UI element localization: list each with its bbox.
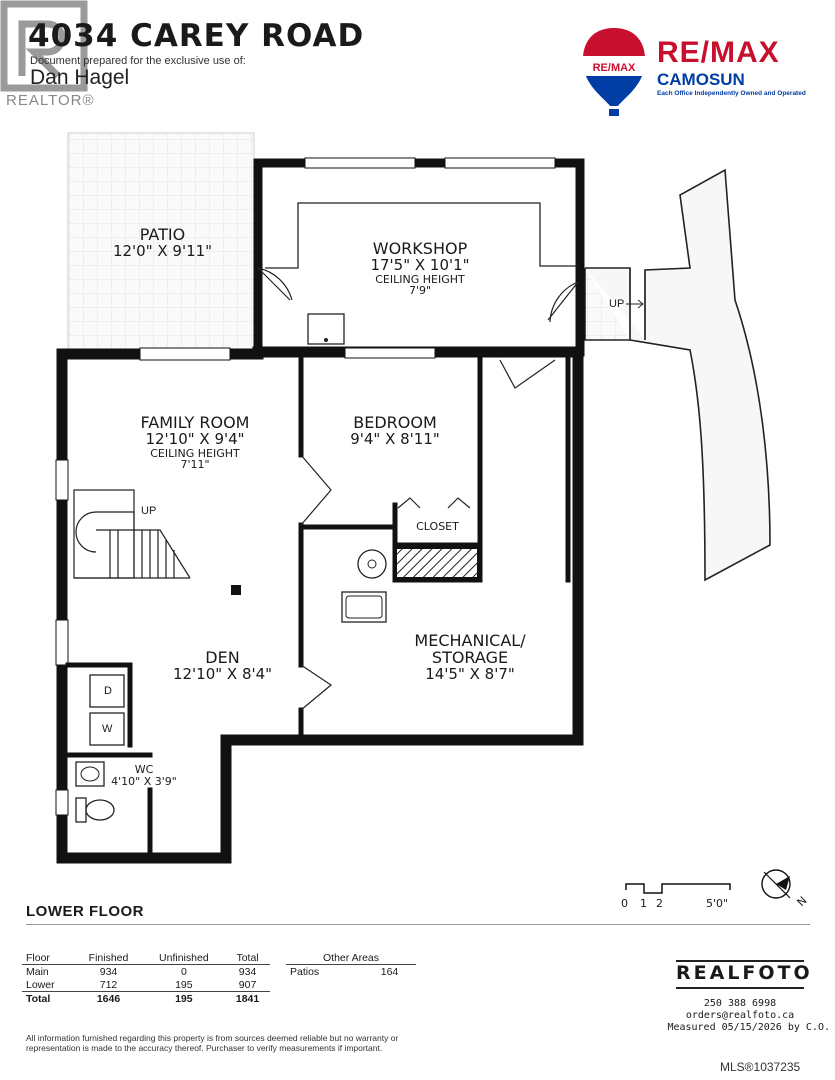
brand-office: CAMOSUN (657, 70, 745, 89)
room-dims: 4'10" X 3'9" (111, 774, 177, 788)
closet-shelf (395, 547, 479, 579)
table-cell: 0 (180, 965, 187, 978)
room-family: FAMILY ROOM 12'10" X 9'4" CEILING HEIGHT… (110, 413, 280, 472)
table-row: Total 1646 195 1841 (22, 992, 270, 1006)
floor-plan (55, 132, 791, 899)
column-header: Floor (22, 951, 75, 965)
toilet (75, 797, 87, 823)
patio-area (67, 132, 255, 352)
support-column (231, 585, 241, 595)
realfoto-rule-bottom (676, 987, 804, 989)
property-address: 4034 CAREY ROAD (28, 18, 365, 54)
column-header: Unfinished (142, 951, 226, 965)
disclaimer: All information furnished regarding this… (26, 1033, 399, 1054)
table-cell: 907 (238, 978, 257, 991)
realtor-logo (0, 0, 88, 92)
room-dims: 9'4" X 8'11" (350, 429, 440, 448)
room-den: DEN 12'10" X 8'4" (150, 648, 295, 683)
divider (26, 924, 810, 925)
ceiling-label: CEILING HEIGHT (375, 272, 465, 286)
ceiling-height: 7'9" (408, 284, 432, 298)
scale-tick-1: 1 (640, 897, 647, 910)
room-name-line1: MECHANICAL/ (414, 631, 526, 650)
walkway (585, 168, 771, 582)
client-name: Dan Hagel (30, 66, 130, 89)
room-workshop: WORKSHOP 17'5" X 10'1" CEILING HEIGHT 7'… (345, 239, 495, 298)
table-cell: Main (26, 965, 49, 978)
table-header: Floor Finished Unfinished Total (22, 951, 270, 965)
realfoto-logo: REALFOTO (676, 962, 813, 984)
realfoto-rule-top (676, 960, 804, 962)
table-cell: 195 (175, 978, 193, 991)
ceiling-height: 7'11" (180, 458, 210, 472)
room-closet: CLOSET (400, 521, 475, 533)
table-cell: 934 (238, 965, 257, 978)
remax-balloon-icon: RE/MAX (582, 28, 646, 116)
wc-sink (75, 761, 105, 787)
room-patio: PATIO 12'0" X 9'11" (90, 225, 235, 260)
realfoto-email: orders@realfoto.ca (685, 1010, 795, 1021)
room-bedroom: BEDROOM 9'4" X 8'11" (330, 413, 460, 448)
dryer-label: D (104, 685, 112, 697)
stairs-up-label: UP (141, 505, 157, 517)
room-name-line2: STORAGE (431, 647, 509, 667)
column-header: Other Areas (286, 951, 416, 965)
room-name: WC (134, 763, 154, 776)
stairs (73, 489, 191, 579)
column-header: Total (225, 951, 270, 965)
outside-up-label: UP (609, 298, 625, 310)
table-row: Patios 164 (286, 965, 416, 979)
measured-note: Measured 05/15/2026 by C.O. (667, 1022, 830, 1033)
table-cell: 934 (99, 965, 118, 978)
scale-tick-5: 5'0" (706, 897, 729, 910)
room-dims: 17'5" X 10'1" (370, 255, 470, 274)
column-header: Finished (74, 951, 143, 965)
room-dims: 14'5" X 8'7" (425, 664, 515, 683)
table-row: Main 934 0 934 (22, 965, 270, 979)
table-row: Lower 712 195 907 (22, 978, 270, 992)
room-mechanical: MECHANICAL/ STORAGE 14'5" X 8'7" (385, 631, 555, 683)
room-name: WORKSHOP (372, 239, 468, 258)
other-areas-table: Other Areas Patios 164 (286, 951, 416, 978)
table-cell: 1841 (235, 992, 260, 1005)
area-table: Floor Finished Unfinished Total Main 934… (22, 951, 270, 1005)
table-cell: Total (26, 992, 51, 1005)
washer (89, 712, 125, 746)
ceiling-label: CEILING HEIGHT (150, 446, 240, 460)
washer-label: W (102, 723, 113, 735)
water-heater (357, 549, 387, 579)
table-header: Other Areas (286, 951, 416, 965)
scale-bar (625, 883, 731, 894)
balloon-text: RE/MAX (593, 62, 636, 74)
floor-name: LOWER FLOOR (26, 903, 144, 920)
room-name: PATIO (139, 225, 186, 244)
table-cell: 712 (99, 978, 118, 991)
scale-tick-2: 2 (656, 897, 663, 910)
table-cell: 1646 (96, 992, 121, 1005)
mls-number: MLS®1037235 (720, 1060, 801, 1074)
wall-exterior (56, 346, 584, 864)
realtor-label: REALTOR® (6, 92, 95, 109)
prepared-for-text: Document prepared for the exclusive use … (30, 55, 246, 67)
room-wc: WC 4'10" X 3'9" (108, 764, 180, 787)
realfoto-phone: 250 388 6998 (703, 998, 777, 1009)
room-dims: 12'0" X 9'11" (112, 241, 213, 260)
table-cell: 195 (175, 992, 193, 1005)
scale-tick-0: 0 (621, 897, 628, 910)
table-cell: Lower (26, 978, 55, 991)
table-cell: 164 (380, 965, 399, 978)
room-name: FAMILY ROOM (140, 413, 250, 432)
table-cell: Patios (290, 965, 320, 978)
room-name: DEN (205, 648, 240, 667)
room-dims: 12'10" X 9'4" (145, 429, 245, 448)
dryer (89, 674, 125, 708)
brand-name: RE/MAX (657, 36, 780, 69)
room-name: BEDROOM (353, 413, 437, 432)
room-name: CLOSET (416, 520, 459, 533)
north-arrow (761, 869, 791, 899)
brand-tagline: Each Office Independently Owned and Oper… (657, 90, 806, 97)
room-dims: 12'10" X 8'4" (172, 664, 273, 683)
utility-sink (341, 591, 387, 623)
